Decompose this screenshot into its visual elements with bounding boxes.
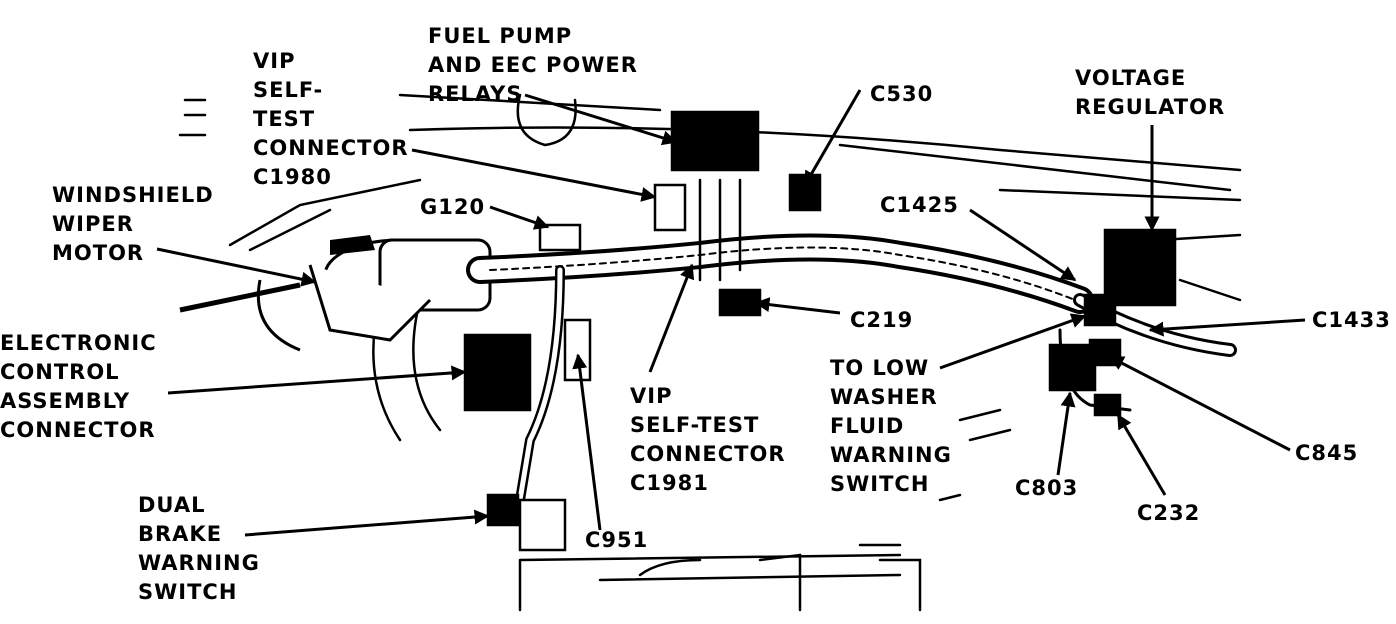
c845-line-1: C845 <box>1295 441 1359 465</box>
wiper-motor-shape <box>179 235 492 352</box>
label-fuel-pump-relays: FUEL PUMP AND EEC POWER RELAYS <box>428 22 638 109</box>
washer-line-4: WARNING <box>830 443 952 467</box>
label-electronic-control-assembly: ELECTRONIC CONTROL ASSEMBLY CONNECTOR <box>0 329 157 445</box>
label-c530: C530 <box>870 80 933 109</box>
label-c951: C951 <box>585 526 648 555</box>
c951-line-1: C951 <box>585 528 649 552</box>
eca-line-2: CONTROL <box>0 360 120 384</box>
label-dual-brake-switch: DUAL BRAKE WARNING SWITCH <box>138 491 260 607</box>
eca-line-1: ELECTRONIC <box>0 331 157 355</box>
components <box>463 110 1177 552</box>
label-vip-connector-c1981: VIP SELF-TEST CONNECTOR C1981 <box>630 382 786 498</box>
fuel-pump-line-2: AND EEC POWER <box>428 53 638 77</box>
brake-line-2: BRAKE <box>138 522 223 546</box>
c1980-line-3: TEST <box>253 107 316 131</box>
washer-line-3: FLUID <box>830 414 905 438</box>
wiper-line-2: WIPER <box>52 212 134 236</box>
label-g120: G120 <box>420 193 485 222</box>
label-vip-connector-c1980: VIP SELF- TEST CONNECTOR C1980 <box>253 47 409 192</box>
c1425-line-1: C1425 <box>880 193 959 217</box>
c1981-line-4: C1981 <box>630 471 709 495</box>
label-c1433: C1433 <box>1312 306 1391 335</box>
eca-line-4: CONNECTOR <box>0 418 156 442</box>
regulator-line-2: REGULATOR <box>1075 95 1226 119</box>
washer-line-5: SWITCH <box>830 472 930 496</box>
washer-line-2: WASHER <box>830 385 938 409</box>
washer-line-1: TO LOW <box>830 356 930 380</box>
brake-line-1: DUAL <box>138 493 206 517</box>
fuel-pump-line-1: FUEL PUMP <box>428 24 573 48</box>
wiper-line-3: MOTOR <box>52 241 145 265</box>
label-c232: C232 <box>1137 499 1200 528</box>
c1981-line-2: SELF-TEST <box>630 413 760 437</box>
label-voltage-regulator: VOLTAGE REGULATOR <box>1075 64 1225 122</box>
label-low-washer-switch: TO LOW WASHER FLUID WARNING SWITCH <box>830 354 952 499</box>
c1980-line-2: SELF- <box>253 78 324 102</box>
c530-line-1: C530 <box>870 82 934 106</box>
fuel-pump-line-3: RELAYS <box>428 82 523 106</box>
c1981-line-3: CONNECTOR <box>630 442 786 466</box>
label-c803: C803 <box>1015 474 1078 503</box>
leader-arrows <box>156 89 1306 537</box>
brake-line-3: WARNING <box>138 551 260 575</box>
c1980-line-5: C1980 <box>253 165 332 189</box>
g120-line-1: G120 <box>420 195 486 219</box>
brake-line-4: SWITCH <box>138 580 238 604</box>
c1980-line-1: VIP <box>253 49 296 73</box>
regulator-line-1: VOLTAGE <box>1075 66 1187 90</box>
label-c1425: C1425 <box>880 191 959 220</box>
label-c219: C219 <box>850 306 913 335</box>
c1433-line-1: C1433 <box>1312 308 1391 332</box>
eca-line-3: ASSEMBLY <box>0 389 131 413</box>
c803-line-1: C803 <box>1015 476 1079 500</box>
c219-line-1: C219 <box>850 308 914 332</box>
c1981-line-1: VIP <box>630 384 673 408</box>
label-windshield-wiper-motor: WINDSHIELD WIPER MOTOR <box>52 181 214 268</box>
c232-line-1: C232 <box>1137 501 1201 525</box>
label-c845: C845 <box>1295 439 1358 468</box>
c1980-line-4: CONNECTOR <box>253 136 409 160</box>
wiper-line-1: WINDSHIELD <box>52 183 214 207</box>
